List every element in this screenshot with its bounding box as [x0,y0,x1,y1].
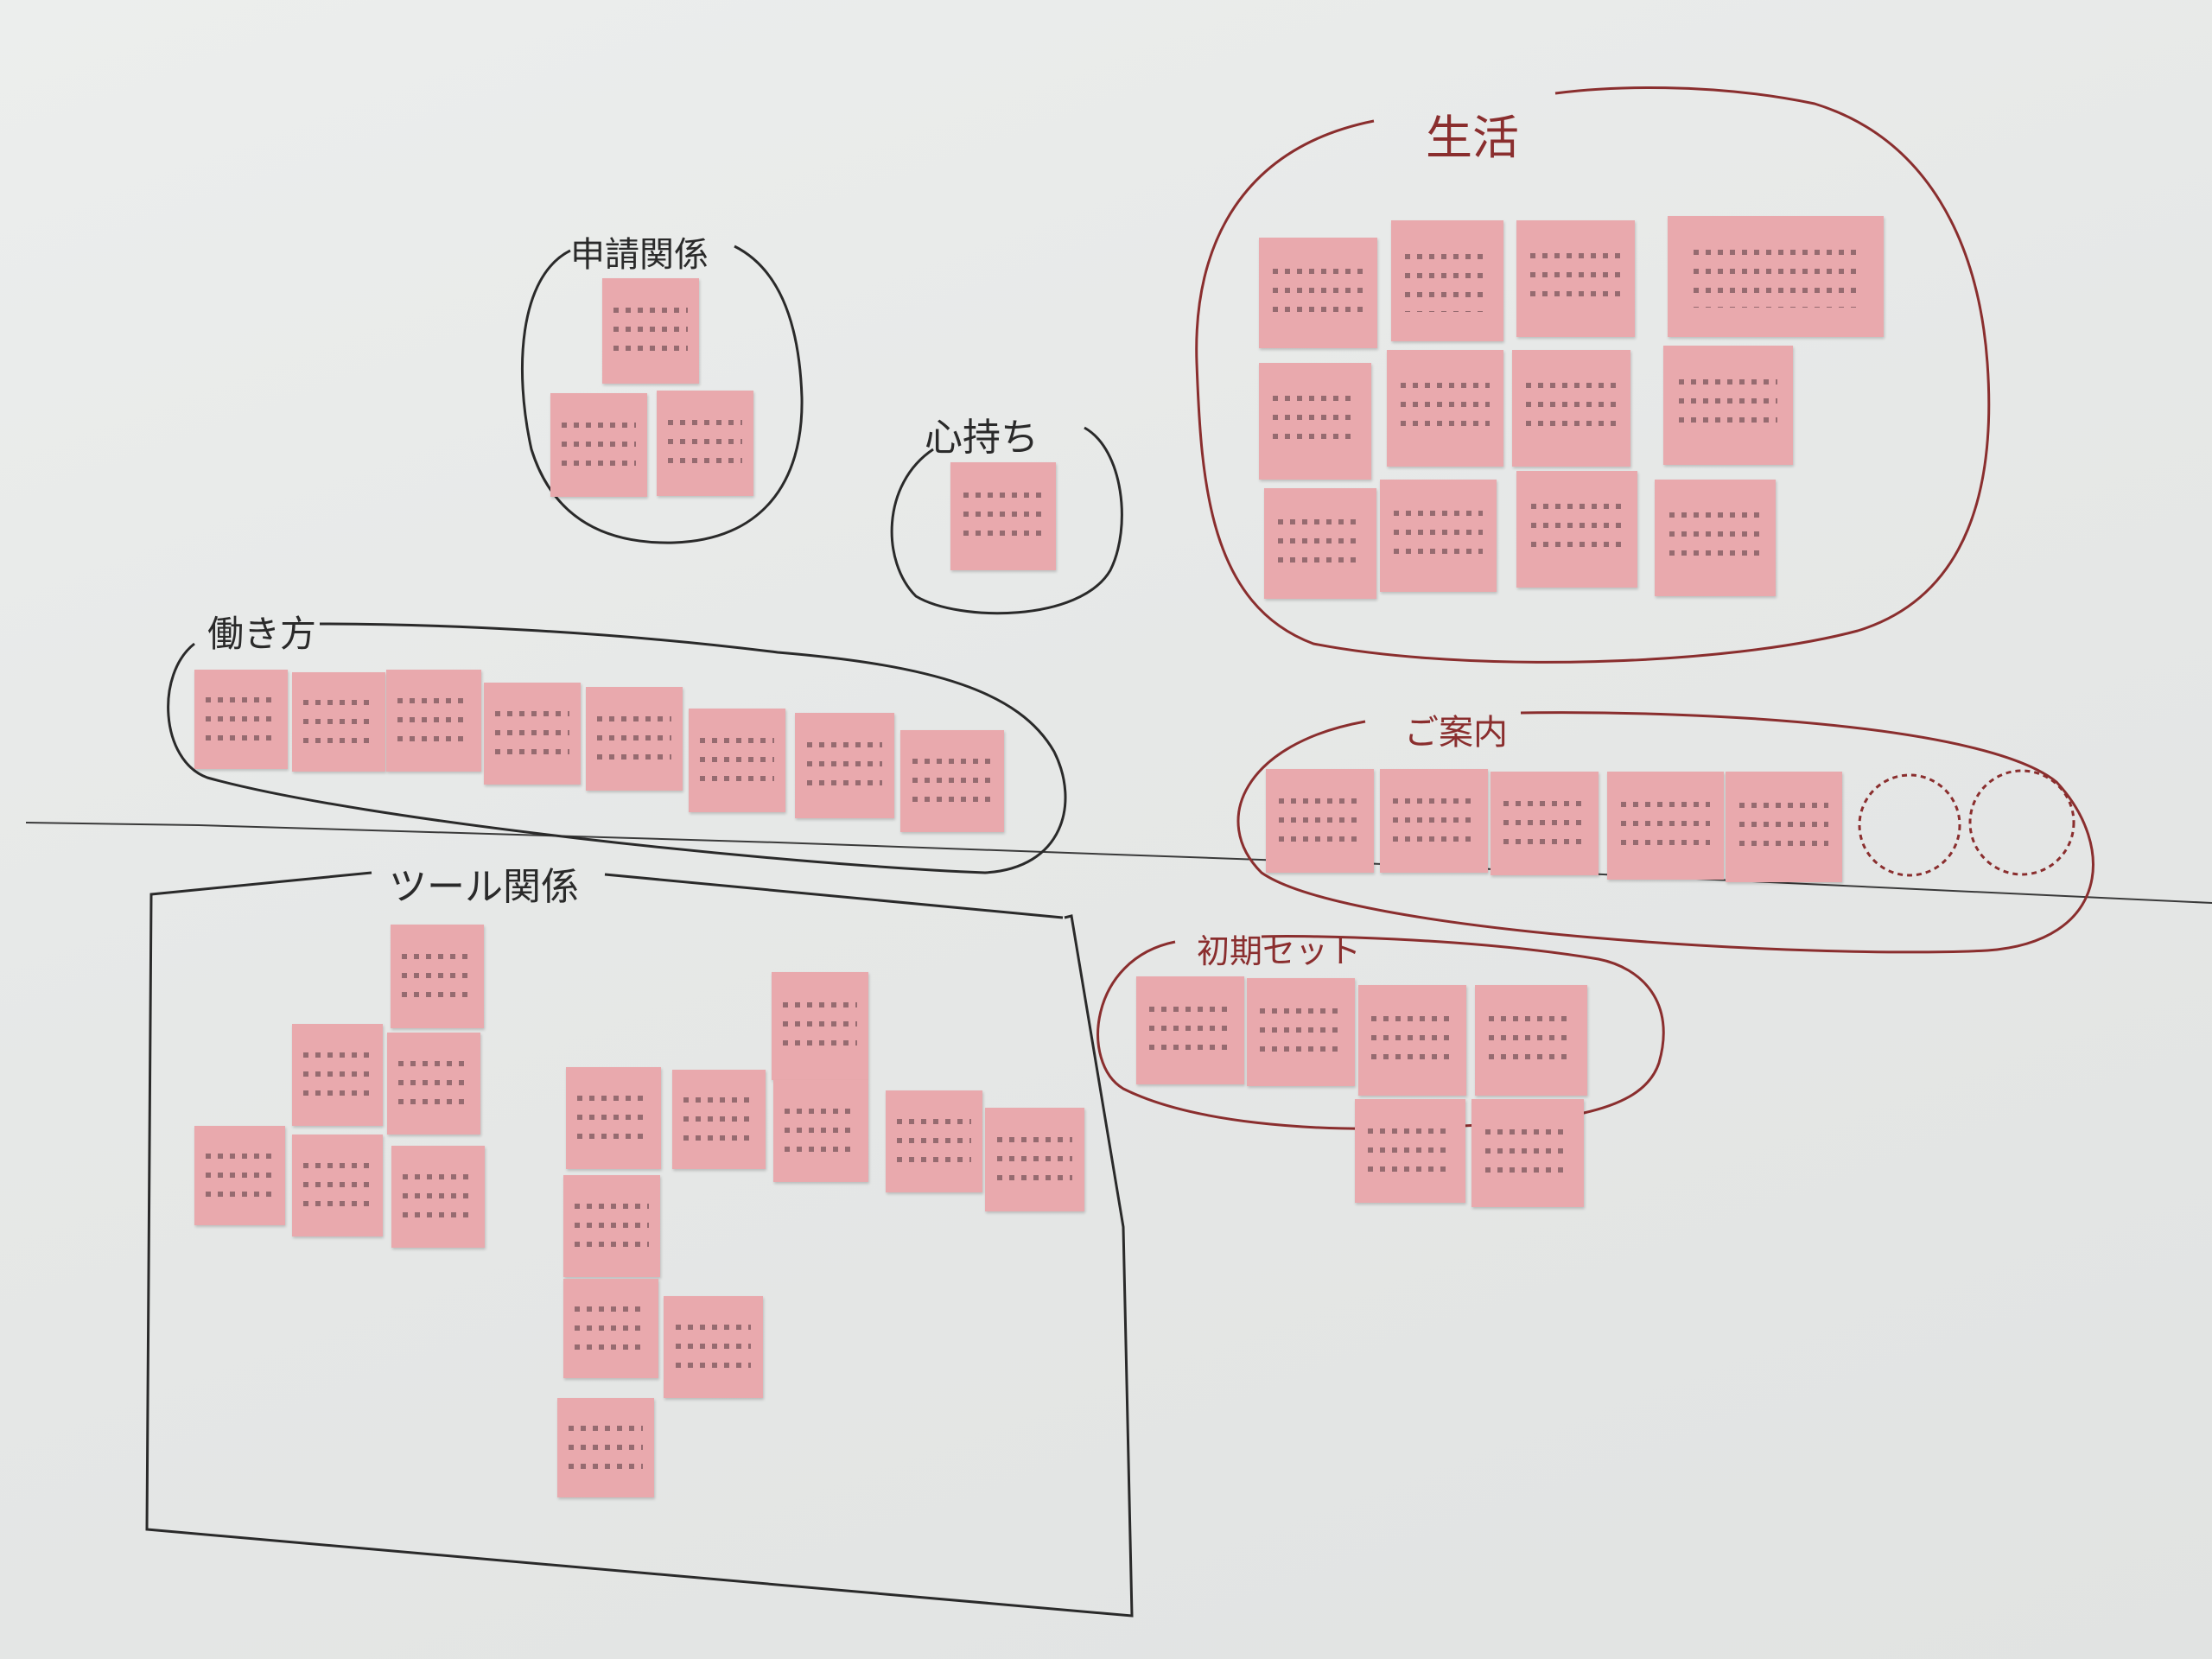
kokoro-group-outline [890,426,1123,615]
sticky-note [386,670,481,772]
board-seam-line [25,822,2212,904]
sticky-note [292,672,385,772]
sticky-note [657,391,753,496]
sticky-note [1471,1099,1584,1207]
sticky-note [194,1126,285,1225]
sticky-note [1663,346,1793,465]
sticky-note [1380,480,1497,592]
sticky-note [387,1033,480,1135]
seikatsu-group-label: 生活 [1426,111,1519,165]
sticky-note [563,1279,658,1378]
sticky-note [1607,772,1724,880]
sticky-note [985,1108,1084,1211]
sticky-note [1259,238,1377,348]
sticky-note [292,1024,383,1126]
goannai-group-label: ご案内 [1404,713,1508,753]
tool-group-outline [145,871,1134,1618]
sticky-note [689,709,785,812]
sticky-note [772,972,868,1080]
sticky-note [900,730,1004,832]
sticky-note [1391,220,1503,341]
sticky-note [1491,772,1599,875]
hatarakikata-group-label: 働き方 [207,613,317,655]
sticky-note [586,687,683,791]
sticky-note [602,278,699,384]
sticky-note [391,1146,485,1248]
sticky-note [1516,471,1637,588]
sticky-note [292,1135,383,1236]
sticky-note [664,1296,763,1398]
sticky-note [1475,985,1587,1096]
sticky-note [886,1090,982,1192]
sticky-note [1668,216,1884,337]
sticky-note [557,1398,654,1497]
sticky-note [1387,350,1503,467]
sticky-note [672,1070,766,1169]
sticky-note [795,713,894,818]
sticky-note [1264,488,1376,599]
sticky-note [1259,363,1371,480]
sticky-note [1655,480,1776,596]
goannai-small-circle-2 [1968,769,2075,876]
sticky-note [550,393,647,497]
kokoro-group-label: 心持ち [925,416,1039,460]
sticky-note [1358,985,1466,1096]
goannai-group-outline [1236,711,2094,954]
sticky-note [1512,350,1630,467]
sticky-note [194,670,288,769]
sticky-note [1355,1099,1465,1203]
shinsei-group-outline [520,245,804,544]
shinsei-group-label: 申請関係 [570,235,709,275]
sticky-note [1136,976,1244,1084]
sticky-note [484,683,581,785]
sticky-note [950,462,1056,570]
sticky-note [1266,769,1374,873]
sticky-note [773,1080,868,1182]
seikatsu-group-outline [1195,86,1991,664]
tool-group-label: ツール関係 [389,865,579,909]
sticky-note [1380,769,1488,873]
sticky-note [566,1067,661,1169]
goannai-small-circle-1 [1858,773,1961,877]
sticky-note [1726,772,1842,882]
shoki-group-label: 初期セット [1197,932,1362,970]
sticky-note [563,1175,660,1277]
sticky-note [1247,978,1355,1086]
sticky-note [1516,220,1635,337]
hatarakikata-group-outline [167,622,1067,874]
sticky-note [391,925,484,1028]
